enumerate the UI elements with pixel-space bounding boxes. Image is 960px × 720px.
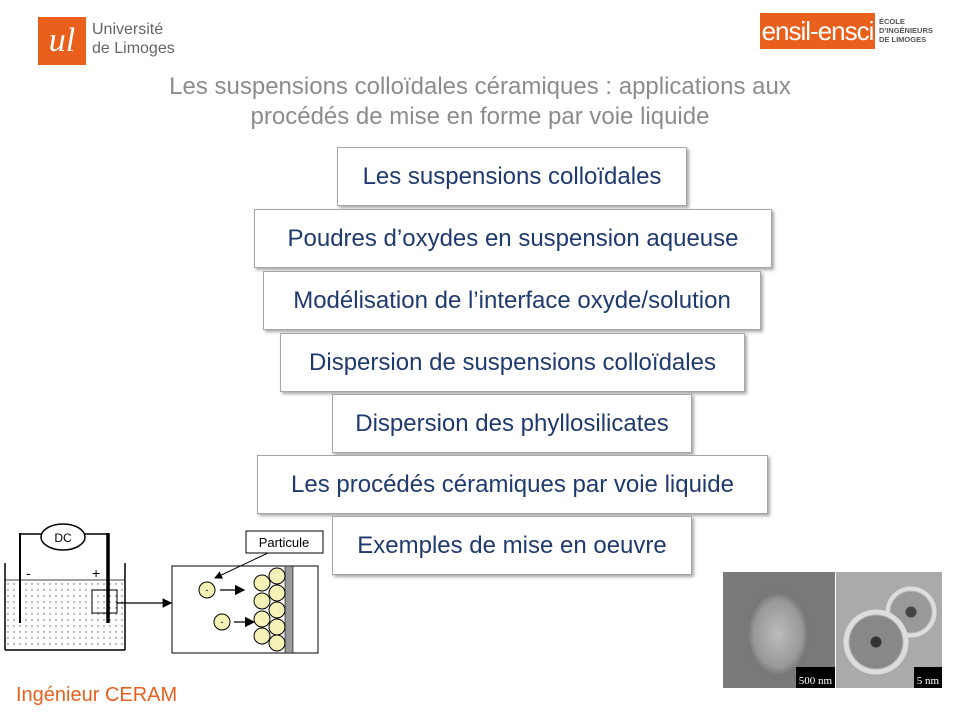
scale-bar-500nm: 500 nm: [795, 667, 835, 688]
title-line1: Les suspensions colloïdales céramiques :…: [169, 73, 791, 100]
slide-title: Les suspensions colloïdales céramiques :…: [100, 72, 860, 132]
charge: -: [206, 585, 209, 595]
school-logo-text: ÉCOLE D'INGÉNIEURS DE LIMOGES: [879, 17, 933, 44]
school-logo: ensil-ensci: [760, 13, 875, 49]
minus-sign: -: [26, 565, 31, 581]
topic-box[interactable]: Poudres d’oxydes en suspension aqueuse: [254, 209, 772, 268]
footer-label: Ingénieur CERAM: [16, 684, 178, 706]
dc-label: DC: [54, 531, 72, 545]
particles: [198, 567, 286, 652]
scale-bar-5nm: 5 nm: [913, 667, 942, 688]
topic-box[interactable]: Dispersion de suspensions colloïdales: [280, 333, 745, 392]
topic-box[interactable]: Les suspensions colloïdales: [337, 147, 687, 206]
university-logo-text: Université de Limoges: [92, 20, 175, 58]
school-line3: DE LIMOGES: [879, 35, 927, 44]
university-name-line1: Université: [92, 21, 164, 38]
electrode-wall: [284, 565, 294, 654]
particle-label-box: [245, 530, 324, 554]
title-line2: procédés de mise en forme par voie liqui…: [250, 103, 710, 130]
particle-label: Particule: [259, 535, 310, 550]
school-line2: D'INGÉNIEURS: [879, 26, 933, 35]
school-line1: ÉCOLE: [879, 17, 905, 26]
electrophoresis-diagram: DC - + - - Particule: [4, 523, 324, 654]
topic-box[interactable]: Exemples de mise en oeuvre: [332, 516, 692, 575]
topic-box[interactable]: Modélisation de l’interface oxyde/soluti…: [263, 271, 761, 330]
sem-image-particle: 500 nm: [723, 572, 835, 688]
university-name-line2: de Limoges: [92, 40, 175, 57]
liquid: [5, 580, 125, 650]
plus-sign: +: [92, 565, 100, 581]
topic-box[interactable]: Dispersion des phyllosilicates: [332, 394, 692, 453]
sem-image-porous: 5 nm: [836, 572, 942, 688]
zoom-box: [91, 589, 118, 614]
topic-box[interactable]: Les procédés céramiques par voie liquide: [257, 455, 768, 514]
dc-source: [40, 523, 86, 551]
detail-box: [171, 565, 319, 654]
university-logo-mark: ul: [38, 17, 86, 65]
charge: -: [221, 617, 224, 627]
